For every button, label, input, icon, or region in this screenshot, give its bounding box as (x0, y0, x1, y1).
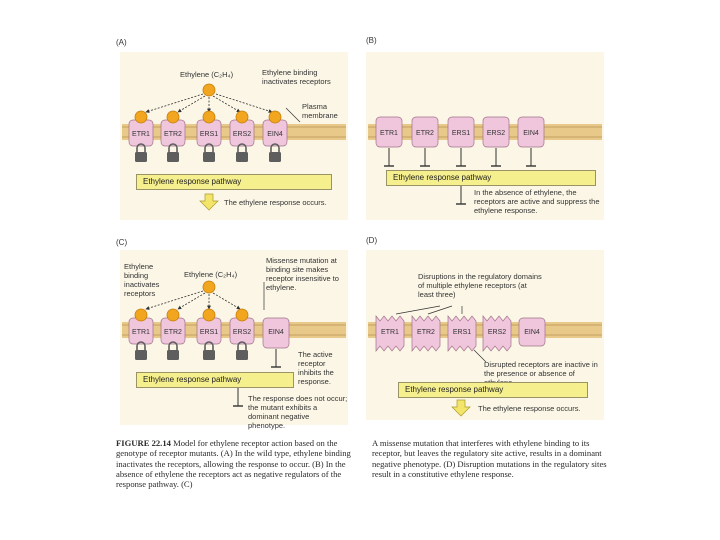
panel-a-binding-note: Ethylene binding inactivates receptors (262, 68, 331, 86)
panel-d-response-arrow (451, 399, 471, 417)
panel-a-bound-ethylene-1 (134, 110, 148, 124)
panel-c-receptors: ETR1 ETR2 ERS1 ERS2 EIN4 (128, 308, 290, 368)
panel-a-receptor-label-5: EIN4 (267, 131, 283, 138)
panel-c-pathway-bar: Ethylene response pathway (136, 372, 294, 388)
panel-c-lock-icon-1 (134, 341, 148, 361)
panel-c-letter: (C) (116, 238, 128, 247)
panel-d-diagram: ETR1 ETR2 ERS1 ERS2 EIN4 (368, 305, 602, 417)
panel-d-receptor-label-3: ERS1 (453, 329, 471, 336)
panel-b-diagram: ETR1 ETR2 ERS1 ERS2 EIN4 (368, 116, 602, 205)
panel-d-receptor-label-1: ETR1 (381, 329, 399, 336)
panel-a-bound-ethylene-2 (166, 110, 180, 124)
panel-a-receptor-label-4: ERS2 (233, 131, 251, 138)
panel-a-membrane-label: Plasma membrane (302, 102, 338, 120)
panel-c-ethylene-molecule (202, 280, 216, 294)
panel-d-receptor-label-2: ETR2 (417, 329, 435, 336)
panel-c-bound-ethylene-1 (134, 308, 148, 322)
panel-c-receptor-label-3: ERS1 (200, 329, 218, 336)
panel-c-receptor-label-5: EIN4 (268, 329, 284, 336)
panel-d-receptor-label-4: ERS2 (488, 329, 506, 336)
panel-a-lock-icon-1 (134, 143, 148, 163)
panel-b-receptor-label-3: ERS1 (452, 130, 470, 137)
panel-a-bound-ethylene-3 (202, 110, 216, 124)
figure-caption-left: FIGURE 22.14 Model for ethylene receptor… (116, 438, 356, 489)
panel-a-lock-icon-2 (166, 143, 180, 163)
panel-a-lock-icon-4 (235, 143, 249, 163)
figure-caption-right-text: A missense mutation that interferes with… (372, 438, 607, 479)
panel-a-response-arrow (199, 193, 219, 211)
panel-c-bound-ethylene-2 (166, 308, 180, 322)
panel-a-receptor-label-1: ETR1 (132, 131, 150, 138)
panel-b-inhibition-icon-4 (490, 147, 502, 167)
figure-number: FIGURE 22.14 (116, 438, 171, 448)
panel-a-receptors: ETR1 ETR2 ERS1 ERS2 EIN4 (128, 110, 288, 163)
panel-a-letter: (A) (116, 38, 127, 47)
panel-a-pathway-bar: Ethylene response pathway (136, 174, 332, 190)
panel-b-inhibition-icon-3 (455, 147, 467, 167)
panel-b-inhibition-icon-1 (383, 147, 395, 167)
panel-c-lock-icon-3 (202, 341, 216, 361)
panel-d-response-occurs: The ethylene response occurs. (478, 404, 581, 413)
panel-b-inhibition-icon-5 (525, 147, 537, 167)
panel-b-receptor-label-5: EIN4 (523, 130, 539, 137)
panel-a-receptor-label-3: ERS1 (200, 131, 218, 138)
panel-c-bound-ethylene-4 (235, 308, 249, 322)
panel-a-ethylene-label: Ethylene (C₂H₄) (180, 70, 234, 79)
panel-a-lock-icon-3 (202, 143, 216, 163)
panel-d-letter: (D) (366, 236, 378, 245)
panel-a-ethylene-molecule (202, 83, 216, 97)
figure-caption-right: A missense mutation that interferes with… (372, 438, 612, 479)
panel-c-receptor-label-4: ERS2 (233, 329, 251, 336)
panel-d-disruption-note: Disruptions in the regulatory domains of… (418, 272, 542, 299)
panel-b-pathway-bar: Ethylene response pathway (386, 170, 596, 186)
panel-a-lock-icon-5 (268, 143, 282, 163)
panel-a-receptor-label-2: ETR2 (164, 131, 182, 138)
panel-c-active-note: The active receptor inhibits the respons… (298, 350, 334, 386)
panel-b-receptors: ETR1 ETR2 ERS1 ERS2 EIN4 (375, 116, 545, 167)
panel-b-inhibition-icon-2 (419, 147, 431, 167)
panel-c-missense-note: Missense mutation at binding site makes … (266, 256, 339, 292)
panel-b-response-inhibition-icon (455, 185, 467, 205)
panel-c-response-inhibition-icon (232, 387, 244, 407)
panel-a-bound-ethylene-5 (268, 110, 282, 124)
panel-d-receptors: ETR1 ETR2 ERS1 ERS2 EIN4 (375, 315, 546, 352)
figure-caption-left-text: Model for ethylene receptor action based… (116, 438, 351, 490)
panel-a-response-occurs: The ethylene response occurs. (224, 198, 327, 207)
panel-d-receptor-label-5: EIN4 (524, 329, 540, 336)
panel-c-ethylene-label: Ethylene (C₂H₄) (184, 270, 238, 279)
panel-c-lock-icon-4 (235, 341, 249, 361)
panel-c-receptor-label-1: ETR1 (132, 329, 150, 336)
panel-d-pathway-bar: Ethylene response pathway (398, 382, 588, 398)
panel-c-no-response-note: The response does not occur; the mutant … (248, 394, 348, 430)
panel-c-bound-ethylene-3 (202, 308, 216, 322)
panel-a-bound-ethylene-4 (235, 110, 249, 124)
panel-c-lock-icon-2 (166, 341, 180, 361)
panel-c-binding-note: Ethylene binding inactivates receptors (124, 262, 160, 298)
panel-b-receptor-label-4: ERS2 (487, 130, 505, 137)
panel-b-receptor-label-1: ETR1 (380, 130, 398, 137)
panel-b-receptor-label-2: ETR2 (416, 130, 434, 137)
panel-c-receptor-label-2: ETR2 (164, 329, 182, 336)
panel-b-absence-note: In the absence of ethylene, the receptor… (474, 188, 600, 215)
panel-b-letter: (B) (366, 36, 377, 45)
panel-a-diagram: ETR1 ETR2 ERS1 ERS2 EIN4 (122, 83, 346, 211)
panel-c-diagram: ETR1 ETR2 ERS1 ERS2 EIN4 (122, 280, 346, 407)
panel-c-inhibition-icon (270, 348, 282, 368)
